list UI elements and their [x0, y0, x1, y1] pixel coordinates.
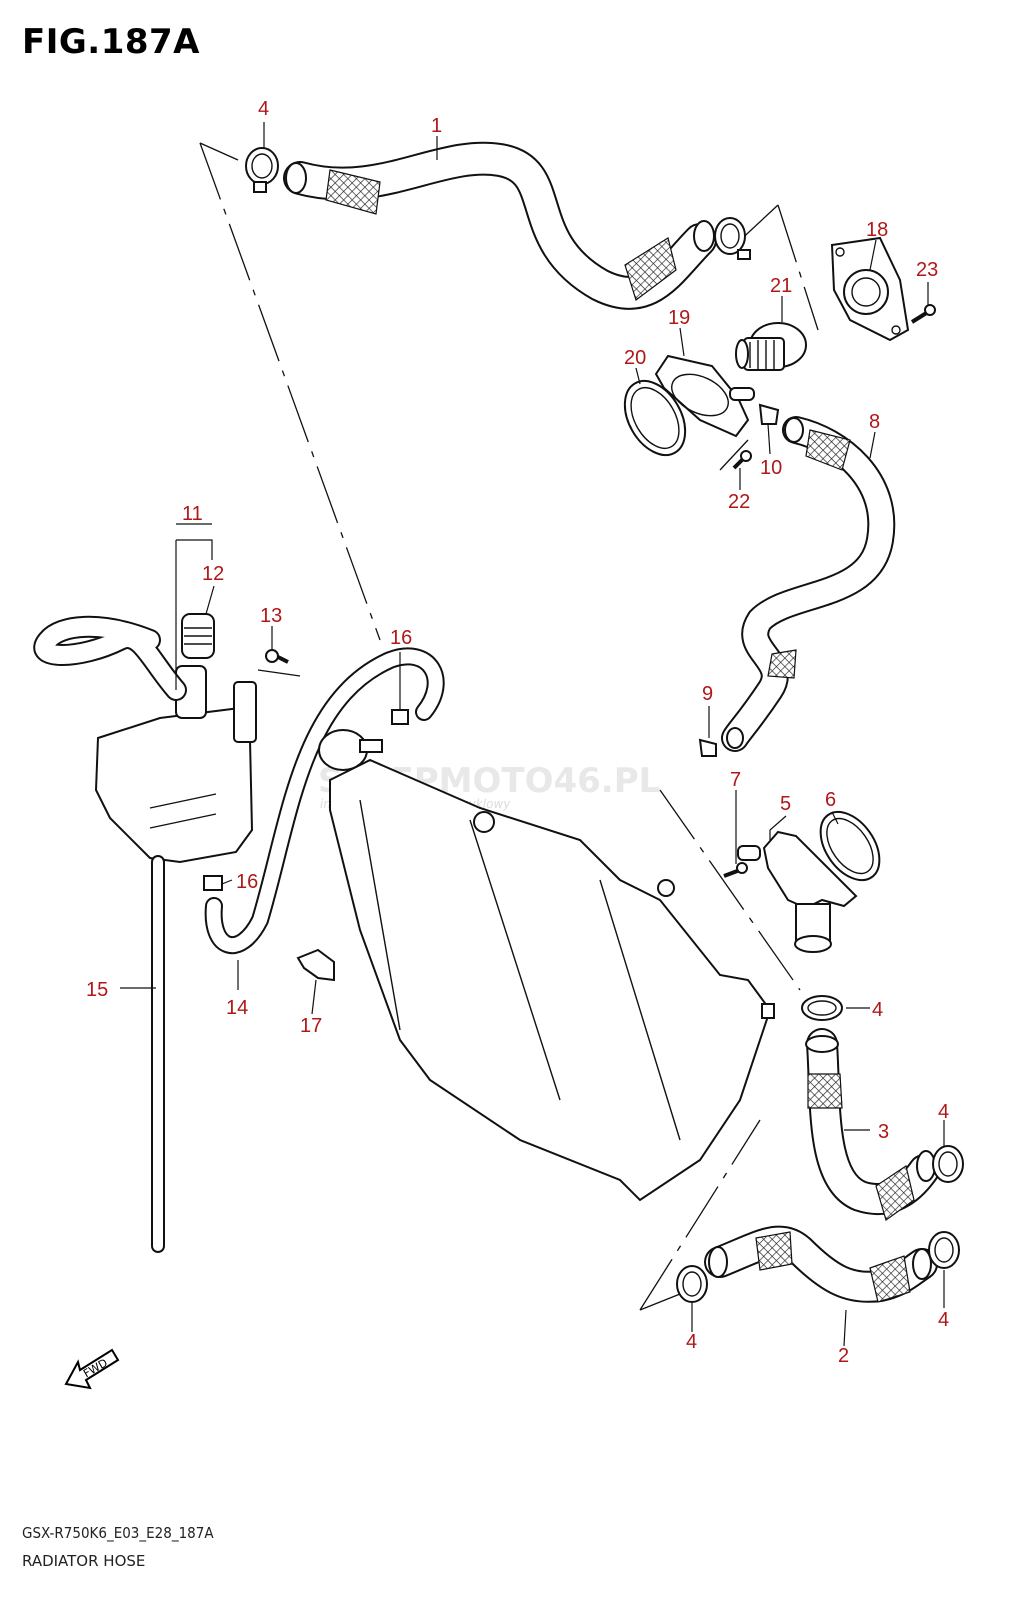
hose-clamp-hose2-left: [676, 1265, 708, 1303]
thermostat-cover: [830, 236, 910, 342]
hose-clip-small-mid: [698, 738, 717, 757]
hose-clamp-upper-left: [245, 147, 279, 193]
callout-3: 3: [878, 1121, 889, 1143]
section-name: RADIATOR HOSE: [22, 1552, 146, 1570]
radiator-hose-upper: [283, 141, 717, 310]
radiator-hose-lower-right: [805, 1028, 940, 1221]
reservoir-tank: [94, 665, 257, 864]
hose-clamp-hose3-top: [801, 995, 843, 1021]
water-inlet-connector: [737, 830, 858, 953]
callout-4-clamp-mid: 4: [872, 999, 883, 1021]
callout-6: 6: [825, 789, 836, 811]
radiator-hose-thermostat-outlet: [721, 416, 896, 752]
callout-13: 13: [260, 605, 282, 627]
model-code: GSX-R750K6_E03_E28_187A: [22, 1524, 214, 1542]
callout-4-clamp-hose2-right: 4: [938, 1309, 949, 1331]
callout-7: 7: [730, 769, 741, 791]
callout-16-upper: 16: [390, 627, 412, 649]
hose-clamp-hose3-end: [932, 1145, 964, 1183]
callout-12: 12: [202, 563, 224, 585]
callout-9: 9: [702, 683, 713, 705]
hose-clamp-hose2-right: [928, 1231, 960, 1269]
callout-15: 15: [86, 979, 108, 1001]
callout-2: 2: [838, 1345, 849, 1367]
bolt-reservoir: [265, 649, 289, 664]
callout-labels: 4 1 18 23 21 19 20 8 10 22 11 12 13 16 9…: [86, 98, 949, 1367]
callout-8: 8: [869, 411, 880, 433]
callout-22: 22: [728, 491, 750, 513]
reservoir-cap: [181, 613, 215, 659]
reservoir-inlet-hose: [33, 615, 187, 701]
callout-11: 11: [182, 503, 203, 525]
callout-17: 17: [300, 1015, 322, 1037]
callout-20: 20: [624, 347, 646, 369]
callout-4-clamp-top: 4: [258, 98, 269, 120]
bolt-water-inlet: [723, 862, 748, 878]
hose-clamp-holder: [296, 948, 335, 982]
hose-clamp-upper-right: [714, 217, 751, 260]
hose-clip-reservoir-lower: [203, 875, 223, 891]
callout-14: 14: [226, 997, 248, 1019]
gasket-water-inlet: [819, 810, 881, 882]
radiator: [318, 729, 775, 1202]
assembly-reference-lines: [199, 142, 819, 1311]
reservoir-connecting-hose: [204, 647, 445, 955]
callout-4-clamp-hose3: 4: [938, 1101, 949, 1123]
forward-direction-badge: FWD: [64, 1348, 120, 1390]
callout-1: 1: [431, 115, 442, 137]
thermostat: [735, 322, 807, 371]
thermostat-case: [654, 354, 755, 438]
hose-clip-small-upper: [758, 403, 780, 425]
callout-19: 19: [668, 307, 690, 329]
callout-16-lower: 16: [236, 871, 258, 893]
radiator-hose-lower: [704, 1225, 938, 1303]
callout-10: 10: [760, 457, 782, 479]
callout-4-clamp-hose2-left: 4: [686, 1331, 697, 1353]
callout-21: 21: [770, 275, 792, 297]
callout-leader-lines: [120, 122, 945, 1347]
callout-23: 23: [916, 259, 938, 281]
bolt-thermostat-cover: [910, 304, 936, 324]
gasket-thermostat-case: [623, 380, 687, 456]
hose-clip-reservoir-upper: [391, 709, 409, 725]
figure-title: FIG.187A: [22, 22, 200, 62]
bolt-thermostat-case: [732, 450, 752, 470]
callout-18: 18: [866, 219, 888, 241]
callout-5: 5: [780, 793, 791, 815]
